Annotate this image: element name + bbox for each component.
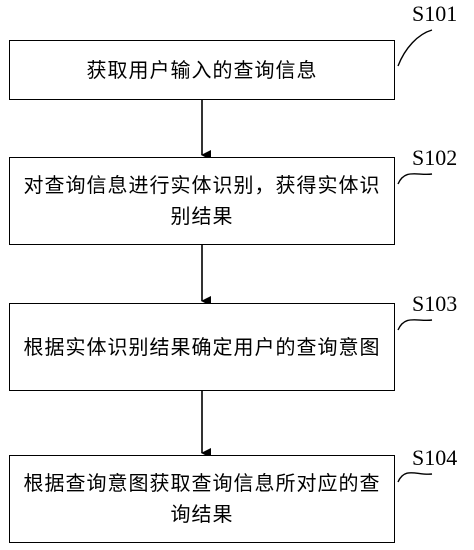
- step-text-s102: 对查询信息进行实体识别，获得实体识别结果: [23, 173, 381, 228]
- step-box-s101: 获取用户输入的查询信息: [9, 40, 395, 100]
- step-text-s104: 根据查询意图获取查询信息所对应的查询结果: [23, 471, 381, 526]
- step-label-s102: S102: [412, 145, 458, 170]
- step-box-s102: 对查询信息进行实体识别，获得实体识别结果: [9, 157, 395, 245]
- step-label-s103: S103: [412, 291, 458, 316]
- step-label-s104: S104: [412, 445, 458, 470]
- leader-line-s102: [397, 173, 433, 185]
- step-box-s103: 根据实体识别结果确定用户的查询意图: [9, 303, 395, 391]
- leader-line-s103: [397, 319, 433, 331]
- leader-line-s101: [397, 29, 433, 67]
- step-text-s101: 获取用户输入的查询信息: [86, 57, 318, 82]
- step-text-s103: 根据实体识别结果确定用户的查询意图: [23, 334, 381, 359]
- leader-line-s104: [397, 472, 433, 483]
- step-box-s104: 根据查询意图获取查询信息所对应的查询结果: [9, 455, 395, 543]
- step-label-s101: S101: [412, 1, 458, 26]
